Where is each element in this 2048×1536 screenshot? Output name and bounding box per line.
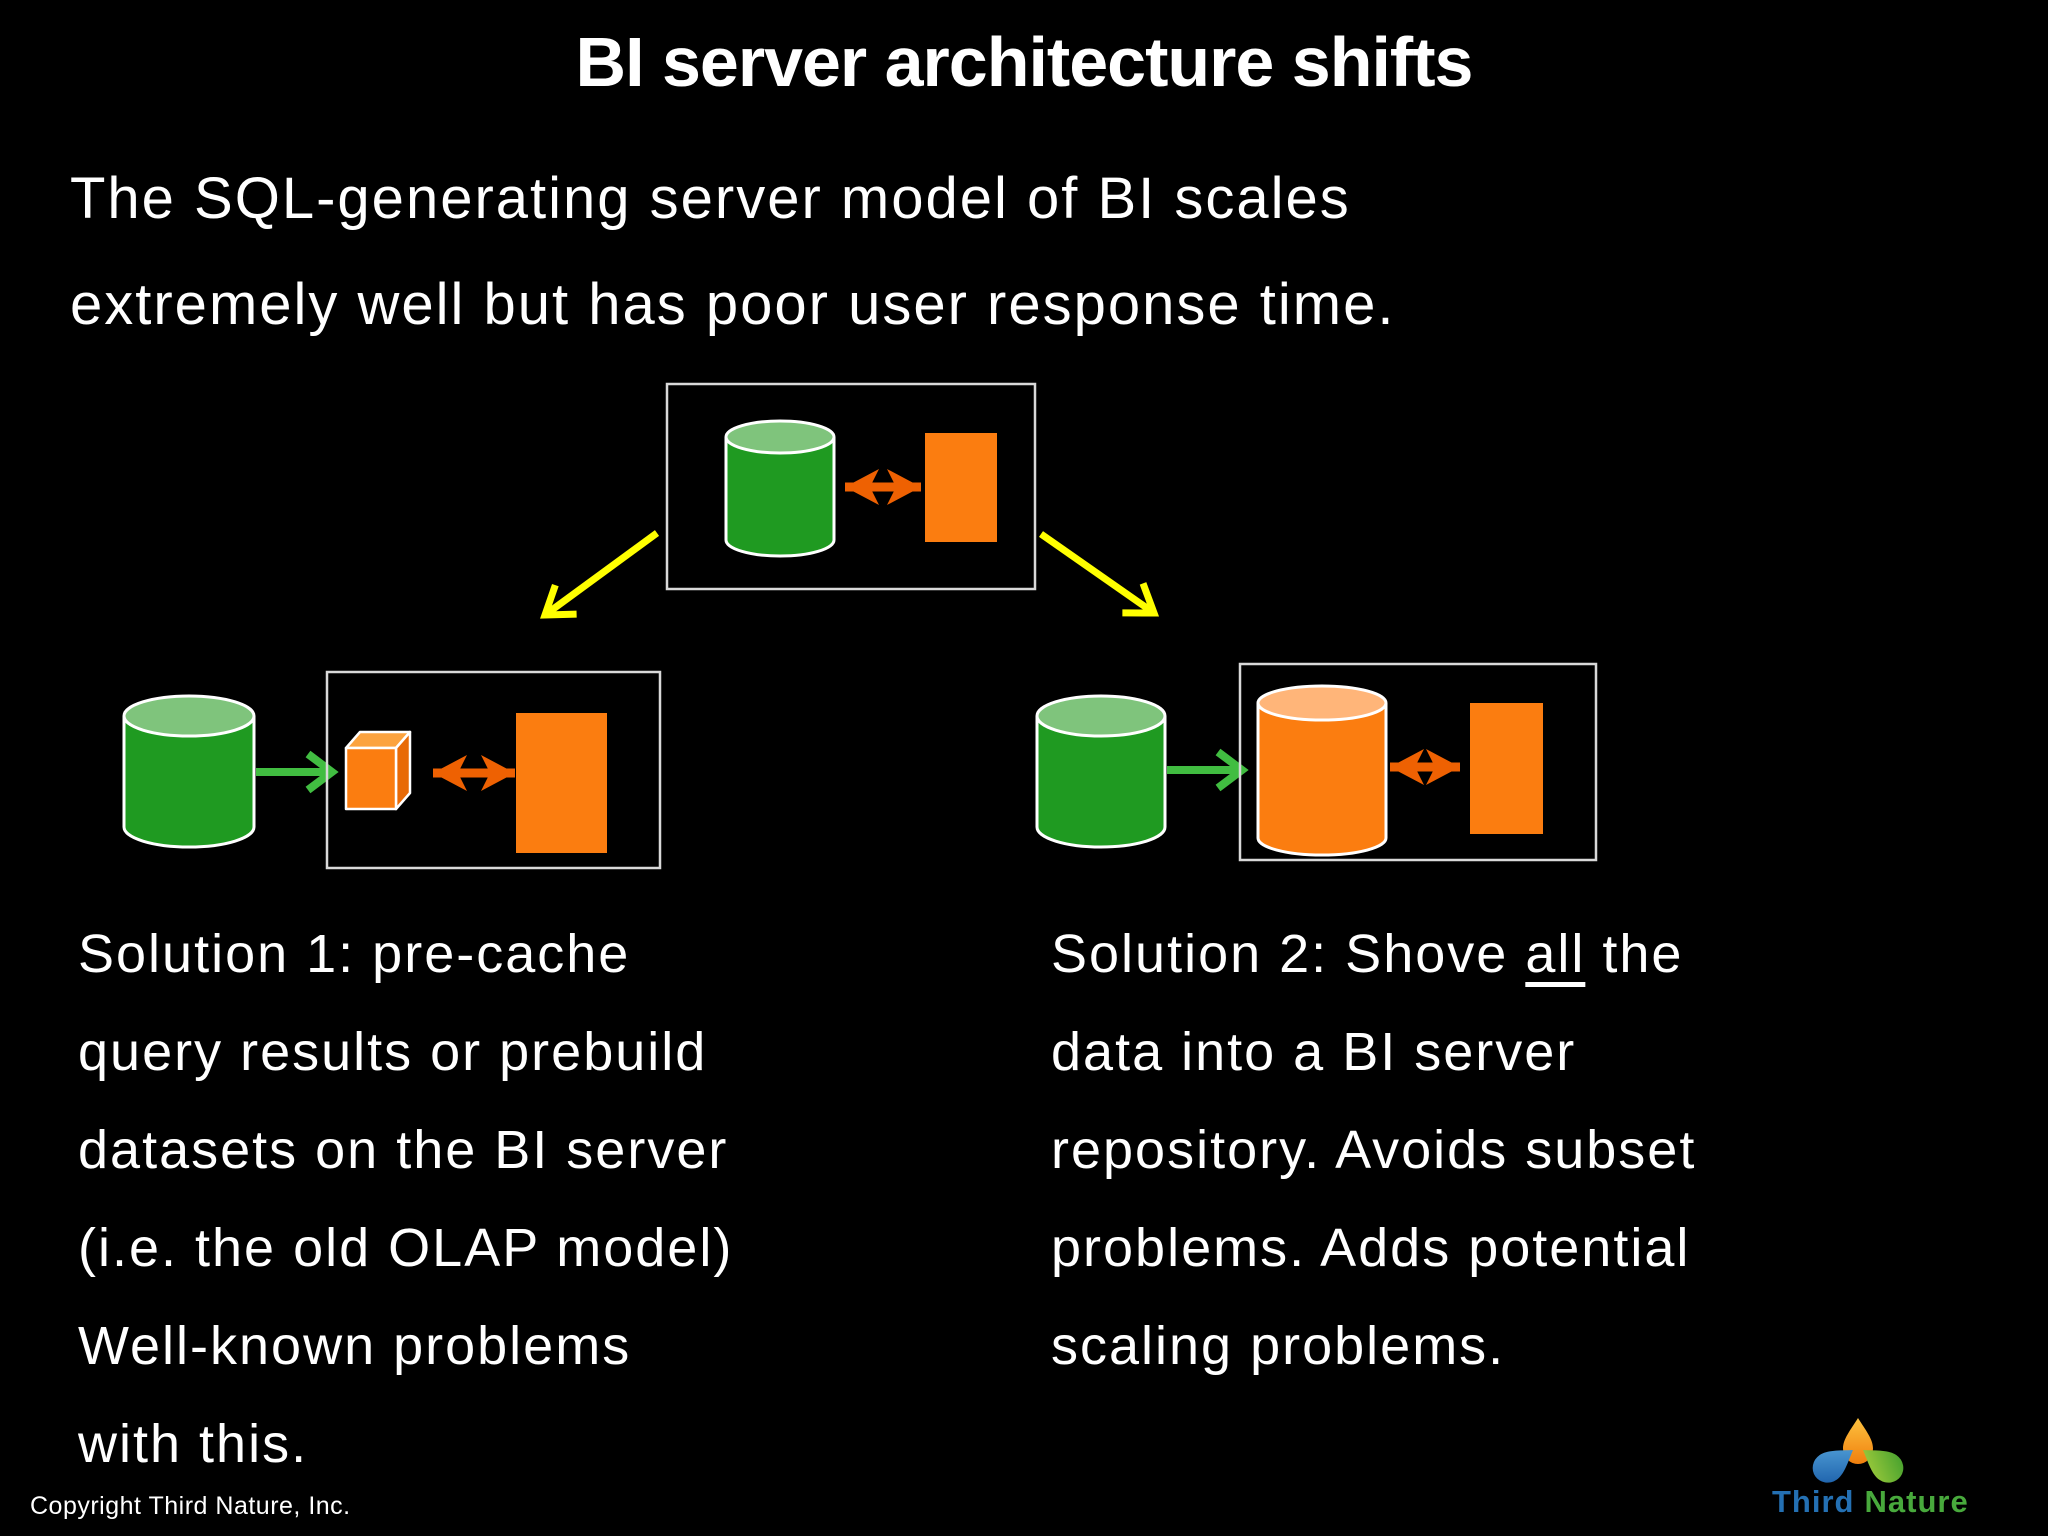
solution2-line1-prefix: Solution 2: Shove bbox=[1051, 924, 1526, 984]
solution2-line1-suffix: the bbox=[1585, 924, 1684, 984]
source-database-cylinder-icon bbox=[724, 437, 836, 558]
source-database-cylinder-icon bbox=[1035, 716, 1167, 849]
bi-client-icon bbox=[516, 713, 607, 853]
bi-client-icon bbox=[1470, 703, 1543, 834]
repository-cylinder-icon bbox=[1256, 703, 1388, 857]
solution1-line: Well-known problems bbox=[78, 1316, 632, 1376]
logo-word-nature: Nature bbox=[1864, 1484, 1969, 1519]
solution1-line: Solution 1: pre-cache bbox=[78, 924, 631, 984]
solution2-line: scaling problems. bbox=[1051, 1316, 1506, 1376]
source-database-cylinder-top bbox=[1035, 694, 1167, 738]
solution2-text: Solution 2: Shove all the data into a BI… bbox=[1051, 905, 1696, 1395]
solution2-line: data into a BI server bbox=[1051, 1022, 1577, 1082]
source-database-cylinder-icon bbox=[122, 716, 256, 849]
bi-client-icon bbox=[925, 433, 997, 542]
third-nature-logo-text: Third Nature bbox=[1772, 1484, 1969, 1520]
intro-text: The SQL-generating server model of BI sc… bbox=[70, 146, 1395, 358]
bi-server-box-solution2 bbox=[1238, 662, 1598, 862]
solution1-line: datasets on the BI server bbox=[78, 1120, 729, 1180]
source-database-cylinder-top bbox=[122, 694, 256, 738]
bi-server-box-solution1 bbox=[325, 670, 662, 870]
solution2-underlined-word: all bbox=[1525, 924, 1586, 984]
bi-server-box-top bbox=[665, 382, 1037, 591]
intro-line: The SQL-generating server model of BI sc… bbox=[70, 166, 1351, 231]
solution2-line: repository. Avoids subset bbox=[1051, 1120, 1697, 1180]
solution2-line: problems. Adds potential bbox=[1051, 1218, 1691, 1278]
solution2-line: Solution 2: Shove all the bbox=[1051, 905, 1696, 1003]
logo-word-third: Third bbox=[1772, 1484, 1855, 1519]
repository-cylinder-top bbox=[1256, 684, 1388, 722]
source-database-cylinder-top bbox=[724, 419, 836, 455]
solution1-line: with this. bbox=[78, 1414, 309, 1474]
solution2-branch-arrow-icon bbox=[1038, 531, 1160, 617]
solution1-text: Solution 1: pre-cache query results or p… bbox=[78, 905, 733, 1493]
third-nature-logo-icon bbox=[1806, 1418, 1910, 1489]
solution1-branch-arrow-icon bbox=[540, 530, 660, 619]
solution1-line: query results or prebuild bbox=[78, 1022, 708, 1082]
solution1-line: (i.e. the old OLAP model) bbox=[78, 1218, 734, 1278]
intro-line: extremely well but has poor user respons… bbox=[70, 272, 1396, 337]
copyright-notice: Copyright Third Nature, Inc. bbox=[30, 1492, 351, 1520]
olap-cube-front bbox=[344, 746, 398, 811]
page-title: BI server architecture shifts bbox=[575, 23, 1474, 101]
